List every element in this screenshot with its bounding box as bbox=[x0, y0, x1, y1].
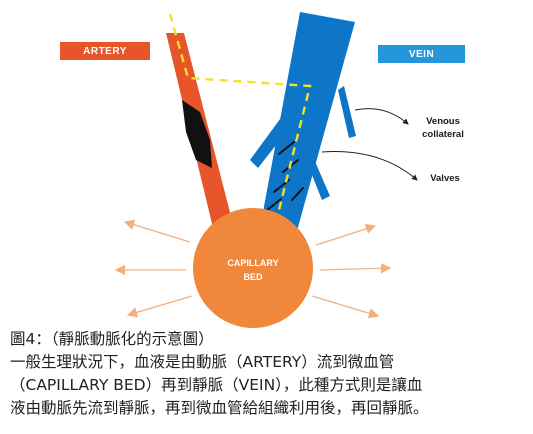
vein-branch-left bbox=[250, 115, 291, 168]
caption-line-1: 一般生理狀況下，血液是由動脈（ARTERY）流到微血管 bbox=[10, 353, 395, 371]
artery-occlusion bbox=[182, 100, 212, 168]
venous-collateral-branch bbox=[338, 86, 356, 138]
caption-title: 圖4：（靜脈動脈化的示意圖） bbox=[10, 330, 214, 348]
diagram-svg bbox=[114, 12, 418, 328]
caption-line-2: （CAPILLARY BED）再到靜脈（VEIN），此種方式則是讓血 bbox=[10, 376, 423, 394]
venous-collateral-label: Venous collateral bbox=[408, 115, 478, 141]
capillary-bed-line-1: CAPILLARY bbox=[227, 258, 279, 268]
capillary-bed-label: CAPILLARY BED bbox=[198, 256, 308, 284]
caption-line-3: 液由動脈先流到靜脈，再到微血管給組織利用後，再回靜脈。 bbox=[10, 399, 429, 417]
diagram: ARTERY VEIN Venous collateral Valves CAP… bbox=[60, 12, 478, 328]
arrow-left-lower bbox=[126, 295, 193, 318]
collateral-leader bbox=[354, 108, 409, 125]
vein-branch-right bbox=[304, 150, 330, 200]
capillary-bed-line-2: BED bbox=[243, 272, 263, 282]
venous-collateral-line-1: Venous bbox=[426, 116, 460, 127]
valves-leader bbox=[321, 151, 418, 181]
flow-path bbox=[168, 13, 312, 251]
valves-label: Valves bbox=[430, 173, 460, 184]
arrow-left-upper bbox=[123, 219, 191, 243]
arrow-right-upper bbox=[315, 223, 377, 246]
vein bbox=[250, 12, 356, 238]
arrow-right-lower bbox=[311, 295, 380, 319]
capillary-bed bbox=[193, 208, 313, 328]
venous-collateral-line-2: collateral bbox=[422, 129, 464, 140]
artery-label: ARTERY bbox=[60, 42, 150, 60]
radiating-arrows bbox=[114, 219, 392, 319]
artery bbox=[166, 33, 234, 232]
vein-label: VEIN bbox=[378, 45, 465, 63]
vein-trunk bbox=[260, 12, 355, 238]
arrow-right-middle bbox=[319, 263, 392, 274]
figure-caption: 圖4：（靜脈動脈化的示意圖） 一般生理狀況下，血液是由動脈（ARTERY）流到微… bbox=[10, 328, 530, 420]
